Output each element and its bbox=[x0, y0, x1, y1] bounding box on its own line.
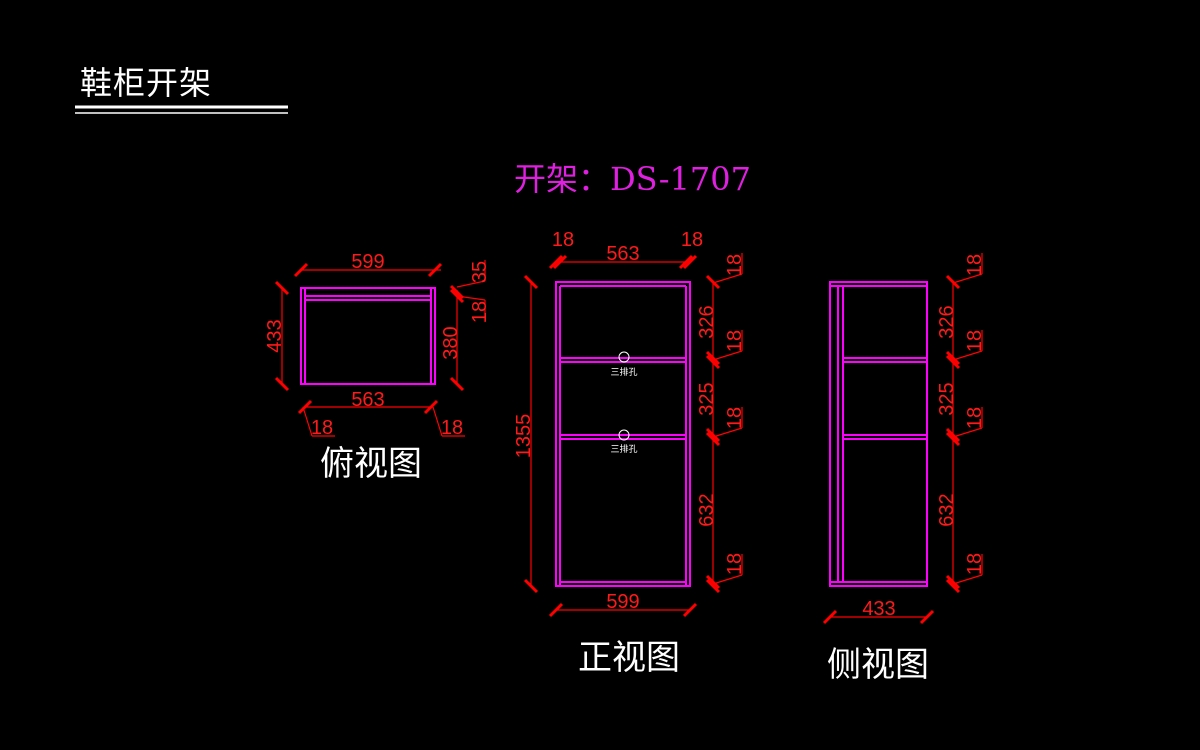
front-view-outline bbox=[555, 281, 691, 587]
hole-marker-icon bbox=[618, 351, 630, 363]
dim-top-18-left: 18 bbox=[311, 417, 333, 439]
dim-front-18-left: 18 bbox=[552, 229, 574, 251]
dim-top-35: 35 bbox=[469, 261, 491, 283]
dim-side-433: 433 bbox=[862, 598, 895, 620]
side-view-label: 侧视图 bbox=[827, 645, 929, 685]
dim-side-325: 325 bbox=[936, 382, 958, 415]
dim-front-326: 326 bbox=[696, 305, 718, 338]
dim-front-18-right: 18 bbox=[681, 229, 703, 251]
dim-side-18-shelf1: 18 bbox=[964, 330, 986, 352]
dim-front-325: 325 bbox=[696, 382, 718, 415]
dim-front-18-shelf1: 18 bbox=[724, 330, 746, 352]
front-view-label: 正视图 bbox=[578, 638, 680, 678]
dim-front-18-bottom: 18 bbox=[724, 553, 746, 575]
dim-front-632: 632 bbox=[696, 493, 718, 526]
top-view-outline bbox=[300, 287, 436, 385]
dim-top-18-back: 18 bbox=[469, 301, 491, 323]
dim-side-18-shelf2: 18 bbox=[964, 407, 986, 429]
dim-side-18-bottom: 18 bbox=[964, 553, 986, 575]
drawing-title: 鞋柜开架 bbox=[80, 64, 213, 102]
dim-front-18-shelf2: 18 bbox=[724, 407, 746, 429]
dim-top-563: 563 bbox=[351, 389, 384, 411]
dim-top-599: 599 bbox=[351, 251, 384, 273]
hole-label-1: 三排孔 bbox=[610, 366, 637, 378]
dim-top-18-right: 18 bbox=[441, 417, 463, 439]
front-view: 三排孔 三排孔 563 18 18 1355 599 18 326 bbox=[513, 229, 746, 618]
hole-marker-icon bbox=[618, 429, 630, 441]
top-view-label: 俯视图 bbox=[320, 444, 422, 484]
top-view: 599 433 380 35 18 563 18 18 bbox=[264, 251, 491, 439]
dim-front-563: 563 bbox=[606, 243, 639, 265]
hole-label-2: 三排孔 bbox=[610, 443, 637, 455]
dim-front-18-top: 18 bbox=[724, 254, 746, 276]
dim-side-326: 326 bbox=[936, 305, 958, 338]
dim-front-1355: 1355 bbox=[513, 414, 535, 459]
dim-side-18-top: 18 bbox=[964, 254, 986, 276]
dim-side-632: 632 bbox=[936, 493, 958, 526]
dim-top-380: 380 bbox=[440, 326, 462, 359]
model-label: 开架：DS-1707 bbox=[514, 160, 752, 198]
dim-front-599: 599 bbox=[606, 591, 639, 613]
side-view: 433 18 326 18 325 18 632 18 bbox=[822, 253, 986, 625]
dim-top-433: 433 bbox=[264, 319, 286, 352]
